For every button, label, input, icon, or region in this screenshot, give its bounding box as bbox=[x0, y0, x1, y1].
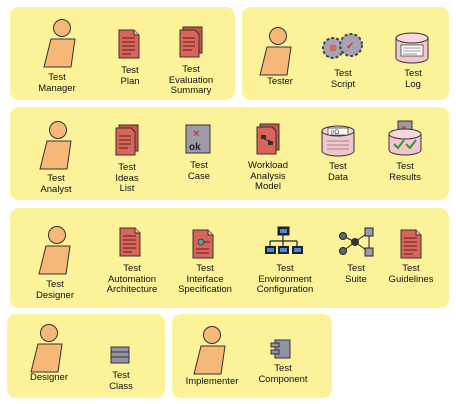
actor-icon bbox=[259, 27, 292, 76]
data-drum-icon: I/O bbox=[321, 125, 355, 157]
document-icon bbox=[119, 227, 141, 257]
document-stack-icon bbox=[115, 124, 139, 156]
test-environment-configuration-label: Test Environment Configuration bbox=[256, 263, 314, 295]
implementer-panel: Implementer Test Component bbox=[172, 314, 332, 398]
test-analyst-panel: Test Analyst Test Ideas List × ok Test C… bbox=[10, 107, 449, 200]
results-drum-icon: × bbox=[388, 120, 422, 156]
actor-icon bbox=[30, 324, 63, 373]
test-designer-panel: Test Designer Test Automation Architectu… bbox=[10, 208, 449, 308]
document-stack-icon bbox=[179, 26, 203, 58]
svg-text:✓: ✓ bbox=[346, 41, 354, 52]
gears-icon: ✓ bbox=[322, 33, 363, 59]
model-document-icon bbox=[256, 123, 280, 155]
test-case-icon: × ok bbox=[185, 124, 211, 154]
workload-analysis-model-label: Workload Analysis Model bbox=[248, 160, 288, 192]
test-data-label: Test Data bbox=[327, 161, 349, 183]
designer-panel: Designer Test Class bbox=[7, 314, 165, 398]
test-designer-label: Test Designer bbox=[35, 279, 75, 301]
test-analyst-label: Test Analyst bbox=[40, 173, 72, 195]
test-ideas-list-label: Test Ideas List bbox=[115, 162, 139, 194]
svg-text:ok: ok bbox=[189, 142, 201, 153]
designer-label: Designer bbox=[29, 372, 69, 383]
document-icon bbox=[118, 29, 140, 59]
network-icon bbox=[265, 226, 303, 254]
test-case-label: Test Case bbox=[187, 160, 211, 182]
interface-document-icon bbox=[192, 229, 214, 259]
test-manager-label: Test Manager bbox=[38, 72, 76, 94]
actor-icon bbox=[193, 326, 226, 375]
test-manager-panel: Test Manager Test Plan Test Evaluation S… bbox=[10, 7, 235, 100]
test-interface-specification-label: Test Interface Specification bbox=[178, 263, 232, 295]
svg-text:×: × bbox=[401, 123, 406, 133]
tester-panel: Tester ✓ Test Script Test Log bbox=[242, 7, 449, 100]
test-suite-label: Test Suite bbox=[345, 263, 367, 285]
test-evaluation-summary-label: Test Evaluation Summary bbox=[168, 64, 214, 96]
svg-text:×: × bbox=[193, 128, 199, 140]
test-log-label: Test Log bbox=[404, 68, 422, 90]
test-guidelines-label: Test Guidelines bbox=[388, 263, 434, 285]
actor-icon bbox=[43, 19, 76, 68]
test-component-label: Test Component bbox=[258, 363, 308, 385]
actor-icon bbox=[39, 121, 72, 170]
test-plan-label: Test Plan bbox=[120, 65, 140, 87]
component-icon bbox=[270, 339, 291, 359]
tester-label: Tester bbox=[267, 76, 293, 87]
test-results-label: Test Results bbox=[389, 161, 421, 183]
test-class-label: Test Class bbox=[109, 370, 133, 392]
actor-icon bbox=[38, 226, 71, 275]
suite-network-icon bbox=[339, 227, 374, 257]
svg-text:I/O: I/O bbox=[331, 130, 339, 136]
implementer-label: Implementer bbox=[185, 376, 239, 387]
log-drum-icon bbox=[395, 32, 429, 64]
test-script-label: Test Script bbox=[330, 68, 356, 90]
document-icon bbox=[400, 229, 422, 259]
test-automation-architecture-label: Test Automation Architecture bbox=[106, 263, 158, 295]
class-icon bbox=[110, 346, 130, 364]
